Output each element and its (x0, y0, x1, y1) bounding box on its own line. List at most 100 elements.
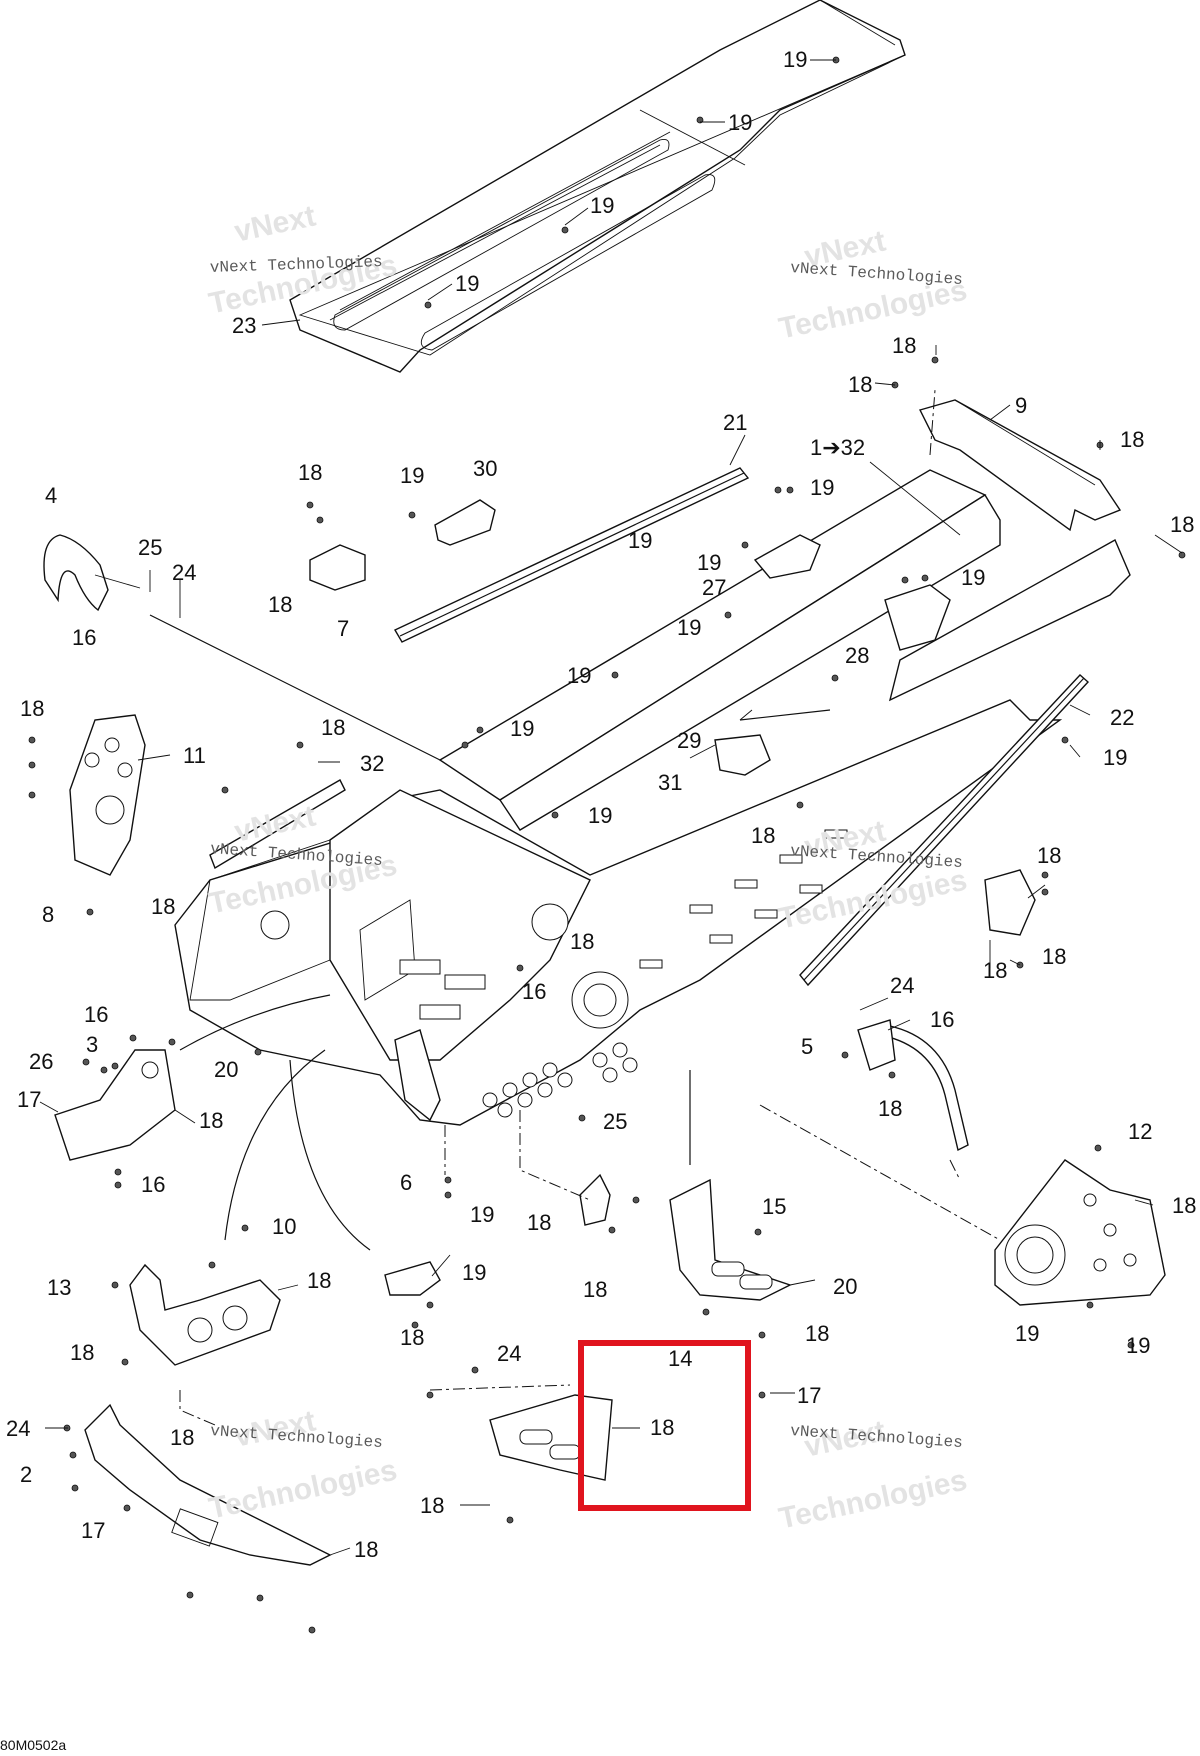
callout-label: 12 (1128, 1119, 1152, 1144)
handle-5 (857, 1019, 969, 1152)
top-panel-23 (289, 0, 906, 373)
callout-label: 18 (983, 958, 1007, 983)
callout-label: 10 (272, 1214, 296, 1239)
callout-label: 18 (268, 592, 292, 617)
callout-label: 1➔32 (810, 435, 865, 460)
callout-label: 21 (723, 410, 747, 435)
leader-lines (39, 59, 1183, 1556)
floor-holes (482, 1042, 638, 1118)
bracket-32 (209, 779, 346, 870)
callout-label: 18 (650, 1415, 674, 1440)
drawing-code: 80M0502a (0, 1737, 66, 1753)
bracket-3 (54, 1049, 176, 1161)
callout-label: 24 (6, 1416, 30, 1441)
highlight-box (578, 1340, 751, 1511)
callout-label: 18 (570, 929, 594, 954)
bracket-31 (714, 734, 771, 776)
callout-label: 18 (805, 1321, 829, 1346)
callout-label: 23 (232, 313, 256, 338)
callout-label: 19 (567, 663, 591, 688)
callout-label: 4 (45, 483, 57, 508)
callout-label: 3 (86, 1032, 98, 1057)
bracket-27 (753, 534, 821, 579)
callout-label: 18 (354, 1537, 378, 1562)
callout-label: 19 (590, 193, 614, 218)
callout-label: 18 (170, 1425, 194, 1450)
callout-label: 18 (878, 1096, 902, 1121)
callout-label: 24 (497, 1341, 521, 1366)
callout-label: 6 (400, 1170, 412, 1195)
watermark-text: Technologies (776, 1464, 970, 1536)
callout-label: 18 (321, 715, 345, 740)
callout-label: 18 (420, 1493, 444, 1518)
callout-label: 19 (1126, 1333, 1150, 1358)
callout-label: 16 (141, 1172, 165, 1197)
callout-label: 18 (20, 696, 44, 721)
callout-label: 19 (470, 1202, 494, 1227)
callout-label: 27 (702, 575, 726, 600)
fasteners (28, 56, 1186, 1634)
callout-label: 5 (801, 1034, 813, 1059)
brace-9 (918, 399, 1122, 532)
callout-label: 9 (1015, 393, 1027, 418)
callout-label: 18 (70, 1340, 94, 1365)
callout-label: 24 (890, 973, 914, 998)
callout-label: 16 (930, 1007, 954, 1032)
callout-label: 16 (84, 1002, 108, 1027)
callout-label: 19 (628, 528, 652, 553)
callout-label: 18 (298, 460, 322, 485)
callout-label: 17 (81, 1518, 105, 1543)
callout-label: 19 (400, 463, 424, 488)
assembly-lines (149, 389, 1001, 1426)
callout-label: 19 (783, 47, 807, 72)
rail-22 (799, 674, 1090, 987)
callout-label: 16 (72, 625, 96, 650)
callout-label: 18 (527, 1210, 551, 1235)
callout-label: 18 (848, 372, 872, 397)
side-plate-11 (69, 714, 146, 876)
handle-4 (43, 534, 109, 612)
callout-label: 29 (677, 728, 701, 753)
callout-label: 19 (697, 550, 721, 575)
callout-label: 18 (151, 894, 175, 919)
watermark-text: vNext (232, 799, 319, 848)
callout-label: 18 (199, 1108, 223, 1133)
callout-label: 20 (833, 1274, 857, 1299)
side-plate-12 (994, 1159, 1166, 1306)
callout-label: 18 (751, 823, 775, 848)
callout-label: 8 (42, 902, 54, 927)
callout-label: 18 (307, 1268, 331, 1293)
callout-label: 22 (1110, 705, 1134, 730)
callout-label: 19 (961, 565, 985, 590)
callout-labels: 19 19 19 19 23 18 18 9 18 18 21 1➔32 19 … (6, 47, 1196, 1562)
bracket-7 (309, 544, 366, 591)
callout-label: 13 (47, 1275, 71, 1300)
callout-label: 30 (473, 456, 497, 481)
watermark-text: Technologies (206, 1454, 400, 1526)
callout-label: 26 (29, 1049, 53, 1074)
callout-label: 18 (400, 1325, 424, 1350)
callout-label: 7 (337, 616, 349, 641)
rail-21 (394, 467, 750, 643)
bracket-29 (739, 709, 831, 721)
callout-label: 19 (728, 110, 752, 135)
footrest-15 (669, 1178, 792, 1301)
chassis-main (174, 699, 1063, 1126)
callout-label: 14 (668, 1346, 692, 1371)
bracket-28 (884, 584, 951, 651)
callout-label: 25 (603, 1109, 627, 1134)
callout-label: 19 (810, 475, 834, 500)
tunnel-rails (438, 469, 1131, 831)
watermark-text: vNext Technologies (790, 259, 964, 289)
callout-label: 19 (588, 803, 612, 828)
callout-label: 19 (1103, 745, 1127, 770)
callout-label: 25 (138, 535, 162, 560)
callout-label: 28 (845, 643, 869, 668)
callout-label: 18 (1170, 512, 1194, 537)
callout-label: 11 (183, 743, 206, 768)
callout-label: 18 (1172, 1193, 1196, 1218)
callout-label: 19 (1015, 1321, 1039, 1346)
callout-label: 18 (892, 333, 916, 358)
